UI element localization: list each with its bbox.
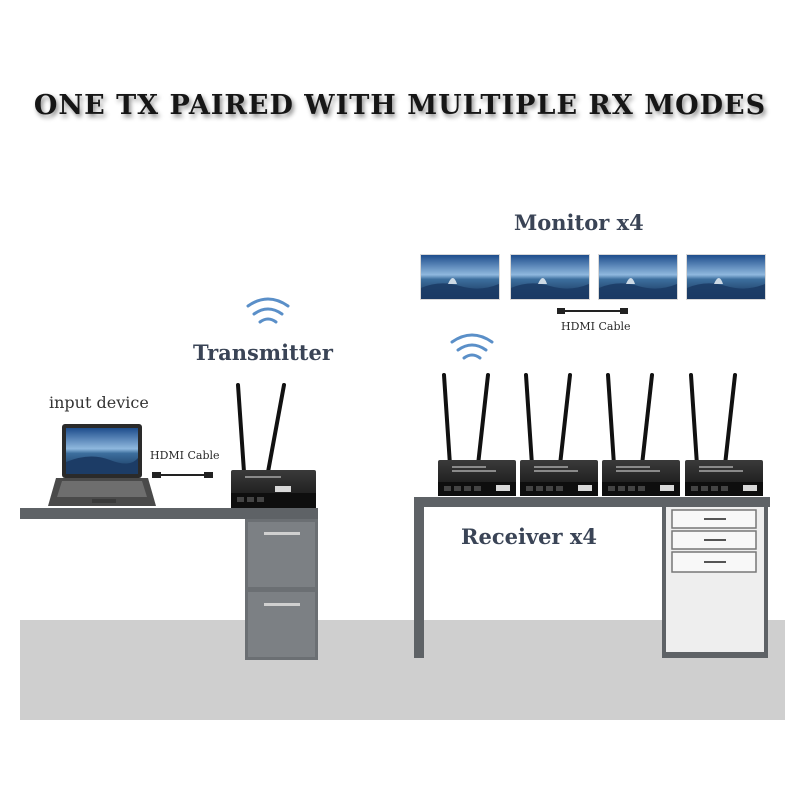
transmitter-label: Transmitter — [193, 340, 333, 365]
receiver-label: Receiver x4 — [461, 524, 598, 549]
monitor-icon — [420, 254, 500, 300]
floor — [20, 620, 785, 720]
hdmi-cable-left-icon — [152, 472, 213, 478]
receivers-group — [436, 373, 765, 498]
receiver-device — [518, 373, 600, 498]
wifi-receiver-icon — [450, 333, 494, 360]
hdmi-cable-right-icon — [557, 308, 628, 314]
transmitter-device — [231, 383, 316, 508]
receiver-device — [683, 373, 765, 498]
monitor-label: Monitor x4 — [514, 210, 644, 235]
monitor-icon — [686, 254, 766, 300]
right-desk — [414, 497, 770, 658]
wifi-transmitter-icon — [246, 297, 290, 324]
monitor-icon — [510, 254, 590, 300]
receiver-device — [600, 373, 682, 498]
laptop-icon — [48, 424, 156, 506]
diagram-title: ONE TX PAIRED WITH MULTIPLE RX MODES — [33, 90, 767, 121]
hdmi-cable-left-label: HDMI Cable — [150, 449, 220, 462]
hdmi-cable-right-label: HDMI Cable — [561, 320, 631, 333]
input-device-label: input device — [49, 393, 149, 412]
monitors-group — [420, 254, 766, 300]
monitor-icon — [598, 254, 678, 300]
left-desk — [20, 508, 318, 660]
receiver-device — [436, 373, 518, 498]
